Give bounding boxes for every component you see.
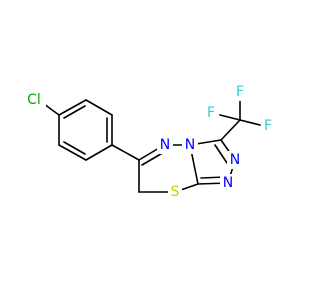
atom-label-f3: F: [264, 118, 272, 134]
atom-f2: F: [204, 104, 218, 122]
atom-label-n4: N: [223, 175, 233, 191]
bond-ring-2: [85, 99, 113, 116]
atom-label-n3: N: [230, 152, 240, 168]
bond-cl-c: [43, 103, 60, 116]
atom-n-bridge: N: [182, 136, 198, 154]
atom-label-n1: N: [160, 137, 170, 153]
atom-n-triazole-1: N: [220, 174, 236, 192]
atom-label-f1: F: [236, 84, 244, 100]
atom-n-triazole-2: N: [227, 151, 243, 169]
bond-ring-c6: [111, 144, 140, 161]
bond-cf3-f3: [239, 119, 261, 126]
atom-labels: Cl F F F N N N N: [24, 83, 275, 201]
atom-cl: Cl: [24, 91, 46, 109]
bond-ring-5: [58, 144, 87, 161]
bond-c3-n2-double: [214, 144, 228, 164]
bond-ring-double-1: [63, 105, 86, 119]
bond-ring-double-3: [63, 141, 86, 155]
bond-ring-1: [58, 99, 87, 116]
bond-cf3-f2: [219, 114, 241, 121]
atom-f3: F: [261, 117, 275, 135]
atom-f1: F: [233, 83, 247, 101]
atom-label-cl: Cl: [27, 92, 41, 108]
bond-c3-cf3: [220, 119, 241, 141]
bond-ring-4: [85, 144, 113, 161]
atom-n-triazine-1: N: [157, 136, 173, 154]
atom-label-f2: F: [207, 105, 215, 121]
atom-label-s: S: [171, 184, 180, 200]
atom-label-n2: N: [185, 137, 195, 153]
atom-s: S: [168, 183, 182, 201]
molecule-structure-diagram: Cl F F F N N N N: [24, 83, 275, 201]
